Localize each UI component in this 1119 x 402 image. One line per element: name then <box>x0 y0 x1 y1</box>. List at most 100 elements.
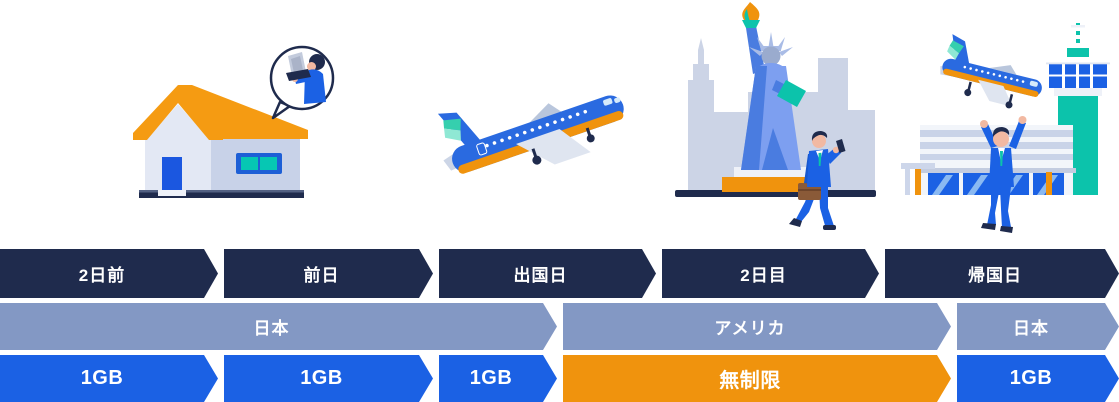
tower-band <box>1054 88 1102 96</box>
segment-label: 日本 <box>1013 319 1049 338</box>
timeline-data-row: 1GB 1GB 1GB 無制限 1GB <box>0 355 1119 402</box>
landing-airplane-icon <box>940 34 1042 109</box>
robe-drape <box>741 66 767 170</box>
gear-strut <box>1008 93 1014 104</box>
canopy-post <box>905 169 910 195</box>
tail-stripe-2 <box>947 45 959 60</box>
timeline-country-row: 日本 アメリカ 日本 <box>0 303 1119 350</box>
canopy-beam <box>901 163 935 169</box>
country-segment-japan-1: 日本 <box>0 303 557 350</box>
belly-stripe <box>943 68 1039 97</box>
robe-fold <box>762 128 788 170</box>
left-leg <box>987 187 1000 225</box>
airplane <box>437 95 624 174</box>
segment-label: アメリカ <box>714 319 786 338</box>
segment-label: 帰国日 <box>968 266 1022 285</box>
left-fist <box>980 120 988 128</box>
hair <box>811 131 828 141</box>
house-with-video-call-bubble-icon <box>133 45 335 198</box>
right-fist <box>1018 116 1027 124</box>
gear-wheel-2 <box>586 134 595 143</box>
main-wing <box>978 79 1013 107</box>
day-segment-1: 2日前 <box>0 249 218 298</box>
data-segment-1gb-3: 1GB <box>439 355 557 402</box>
torch-cup <box>742 20 760 28</box>
gear-wheel-1 <box>532 155 542 165</box>
door-step <box>158 190 186 196</box>
segment-label: 無制限 <box>719 370 781 392</box>
head <box>993 131 1009 147</box>
segment-label: 1GB <box>300 367 343 389</box>
cabin-windows <box>485 109 588 148</box>
front-leg <box>819 186 834 229</box>
hair <box>992 127 1010 137</box>
tower-cab-roof <box>1046 56 1110 64</box>
data-segment-1gb-4: 1GB <box>957 355 1119 402</box>
country-segment-america: アメリカ <box>563 303 951 350</box>
gear-wheel <box>964 89 972 97</box>
day-segment-3: 出国日 <box>439 249 656 298</box>
segment-label: 日本 <box>253 319 290 338</box>
gear-wheel <box>1005 101 1013 109</box>
data-segment-1gb-1: 1GB <box>0 355 218 402</box>
data-segment-1gb-2: 1GB <box>224 355 433 402</box>
segment-label: 2日前 <box>78 266 126 285</box>
cockpit-window-2 <box>614 97 621 103</box>
briefcase <box>798 183 821 200</box>
mast-stripe <box>1076 31 1080 35</box>
window-pane-left <box>241 157 258 170</box>
orange-post-left <box>915 169 921 195</box>
orange-post-right <box>1046 172 1052 195</box>
tablet <box>777 80 806 107</box>
segment-label: 2日目 <box>740 266 787 285</box>
tail-stripe-2 <box>444 128 461 141</box>
celebrating-traveler-icon <box>980 116 1027 233</box>
mast-stripe <box>1076 39 1080 43</box>
house-base-line <box>139 190 304 193</box>
phone <box>836 139 846 153</box>
torch-flame-accent <box>744 9 750 20</box>
data-segment-unlimited: 無制限 <box>563 355 951 402</box>
video-call-bubble-icon <box>269 45 335 120</box>
tower-cap <box>1067 48 1089 57</box>
control-tower <box>1046 17 1110 195</box>
gear-strut <box>967 81 972 91</box>
door-outline <box>476 142 488 156</box>
window-pane-right <box>260 157 277 170</box>
statue-of-liberty-with-traveler-icon <box>675 2 876 230</box>
right-shoe <box>1000 226 1013 233</box>
tail-stripe-1 <box>949 40 964 54</box>
pedestal-step <box>734 167 810 178</box>
torso <box>807 149 831 187</box>
statue-face <box>761 46 781 66</box>
laptop-base <box>286 69 311 81</box>
segment-label: 1GB <box>80 367 124 389</box>
day-segment-2: 前日 <box>224 249 433 298</box>
airplane-taking-off-icon <box>437 95 624 174</box>
day-segment-5: 帰国日 <box>885 249 1119 298</box>
front-shoe <box>823 225 836 230</box>
body <box>304 69 326 104</box>
segment-label: 前日 <box>303 266 340 285</box>
pedestal-base <box>722 177 820 192</box>
country-segment-japan-2: 日本 <box>957 303 1119 350</box>
tie <box>1000 151 1003 166</box>
tail-stripe-1 <box>443 118 461 131</box>
mast-crossbar <box>1071 25 1085 28</box>
head <box>812 134 826 148</box>
tie <box>818 152 822 166</box>
cockpit-window <box>1029 80 1038 87</box>
briefcase-lid <box>798 189 821 191</box>
roof-gable <box>133 85 223 140</box>
right-leg <box>1000 187 1011 228</box>
back-shoe <box>789 218 802 227</box>
left-shoe <box>981 223 996 230</box>
laptop-screen-inner <box>291 56 303 73</box>
face <box>307 62 316 71</box>
statue-of-liberty <box>741 2 806 170</box>
far-wing <box>526 103 563 126</box>
tower-cab-shadow <box>1046 62 1110 65</box>
tower-window-divider <box>1049 74 1107 77</box>
airport-arrival-with-tower-icon <box>901 17 1110 233</box>
